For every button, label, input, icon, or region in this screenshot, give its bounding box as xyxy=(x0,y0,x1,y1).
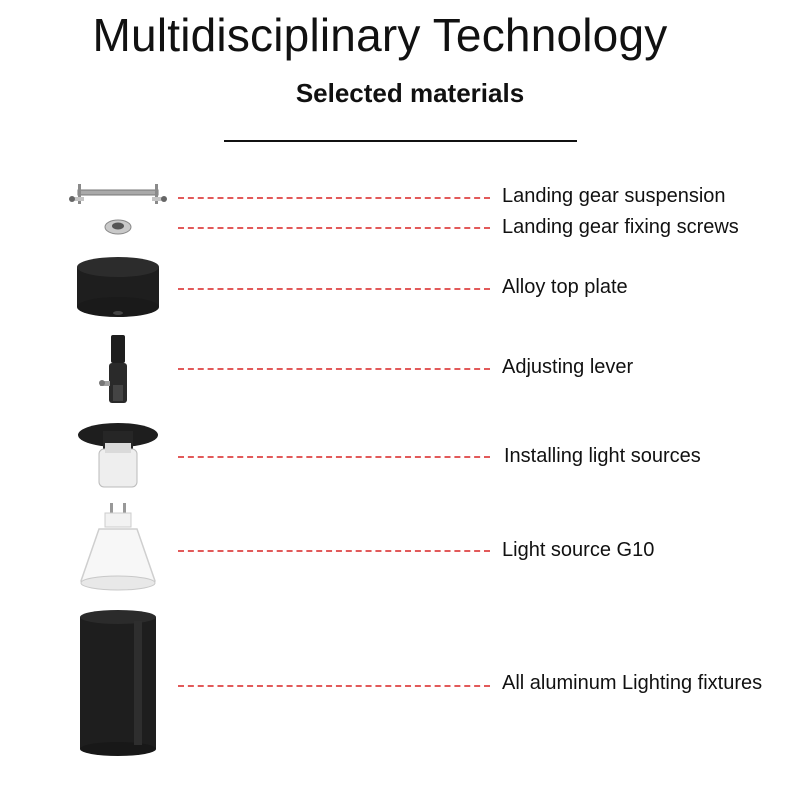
title-divider xyxy=(224,140,577,142)
part-label: Adjusting lever xyxy=(502,356,634,378)
top-plate-icon xyxy=(60,254,175,322)
leader-line xyxy=(178,197,490,199)
light-socket-icon xyxy=(60,418,175,492)
g10-bulb-icon xyxy=(60,500,175,596)
part-label: Landing gear fixing screws xyxy=(502,216,739,238)
adjusting-lever-icon xyxy=(60,332,175,408)
aluminum-cylinder-icon xyxy=(60,608,175,758)
part-label: All aluminum Lighting fixtures xyxy=(502,672,763,694)
part-label: Installing light sources xyxy=(504,445,701,467)
fixing-screw-icon xyxy=(60,216,175,238)
page-subtitle: Selected materials xyxy=(295,78,525,108)
page-title: Multidisciplinary Technology xyxy=(92,9,668,61)
leader-line xyxy=(178,227,490,229)
part-label: Landing gear suspension xyxy=(502,185,726,207)
leader-line xyxy=(178,685,490,687)
leader-line xyxy=(178,288,490,290)
suspension-bar-icon xyxy=(60,180,175,210)
leader-line xyxy=(178,456,490,458)
leader-line xyxy=(178,368,490,370)
part-label: Alloy top plate xyxy=(502,276,628,298)
leader-line xyxy=(178,550,490,552)
part-label: Light source G10 xyxy=(502,539,655,561)
